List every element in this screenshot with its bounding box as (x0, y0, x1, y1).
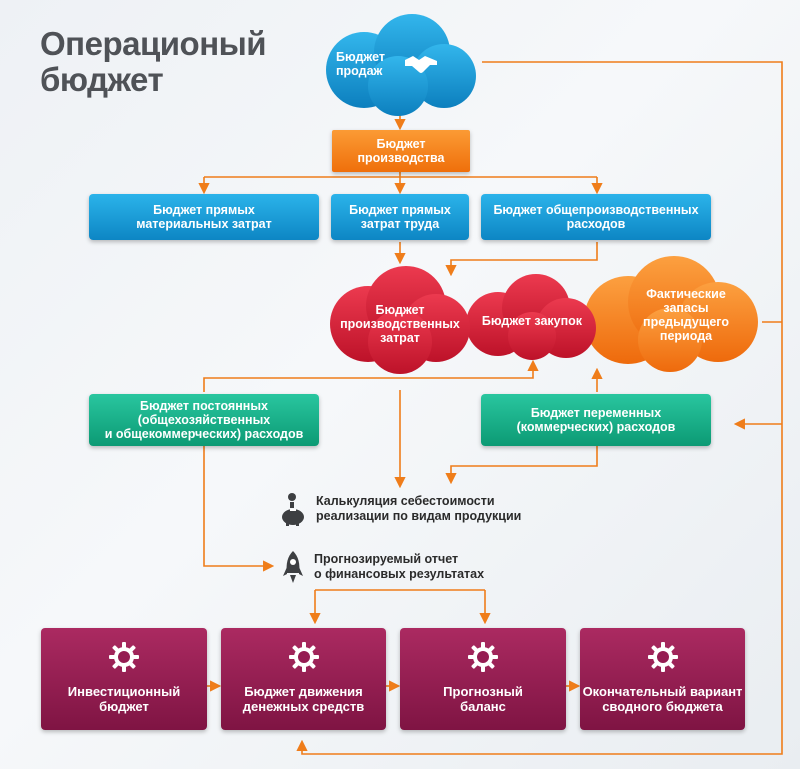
production-costs-cloud (330, 266, 470, 374)
link-fixed-report (203, 446, 275, 572)
link-overhead-costs (445, 242, 598, 277)
production-budget-box: Бюджет производства (332, 130, 470, 172)
inventory-cloud (584, 256, 758, 372)
cost-calculation-text: Калькуляция себестоимости реализации по … (316, 494, 522, 523)
forecast-report-note: Прогнозируемый отчет о финансовых резуль… (282, 550, 484, 584)
title-line-1: Операционый (40, 25, 267, 62)
investment-budget-box: Инвестиционный бюджет (41, 628, 207, 730)
sales-budget-cloud (326, 14, 476, 116)
link-variable-calc (445, 446, 598, 485)
final-budget-box: Окончательный вариант сводного бюджета (580, 628, 745, 730)
forecast-balance-label: Прогнозный баланс (443, 684, 523, 714)
overhead-box: Бюджет общепроизводственных расходов (481, 194, 711, 240)
title-line-2: бюджет (40, 61, 164, 98)
cash-flow-budget-box: Бюджет движения денежных средств (221, 628, 386, 730)
cash-flow-budget-label: Бюджет движения денежных средств (242, 684, 365, 714)
forecast-balance-box: Прогнозный баланс (400, 628, 566, 730)
direct-labor-box: Бюджет прямых затрат труда (331, 194, 469, 240)
fixed-expenses-box: Бюджет постоянных (общехозяйственных и о… (89, 394, 319, 446)
prior-inventory-label: Фактические запасы предыдущего периода (643, 287, 729, 343)
handshake-icon (405, 56, 437, 73)
purchases-cloud (466, 274, 596, 360)
link-fixed-purchases (203, 359, 539, 392)
page-title: Операционый бюджет (40, 25, 267, 98)
forecast-report-text: Прогнозируемый отчет о финансовых резуль… (314, 552, 485, 581)
purchases-label: Бюджет закупок (481, 314, 583, 328)
rocket-icon (283, 551, 303, 583)
investment-budget-label: Инвестиционный бюджет (67, 684, 181, 714)
production-costs-label: Бюджет производственных затрат (340, 303, 460, 345)
gear-icon (109, 642, 139, 672)
sales-budget-label: Бюджет продаж (336, 50, 386, 78)
final-budget-label: Окончательный вариант сводного бюджета (582, 684, 743, 714)
direct-materials-box: Бюджет прямых материальных затрат (89, 194, 319, 240)
coin-piggy-icon (282, 493, 304, 526)
link-production-split (204, 172, 597, 178)
link-sales-loop (296, 61, 783, 755)
gear-icon (468, 642, 498, 672)
gear-icon (647, 642, 678, 672)
gear-icon (288, 642, 319, 672)
variable-expenses-box: Бюджет переменных (коммерческих) расходо… (481, 394, 711, 446)
cost-calculation-note: Калькуляция себестоимости реализации по … (280, 492, 521, 526)
